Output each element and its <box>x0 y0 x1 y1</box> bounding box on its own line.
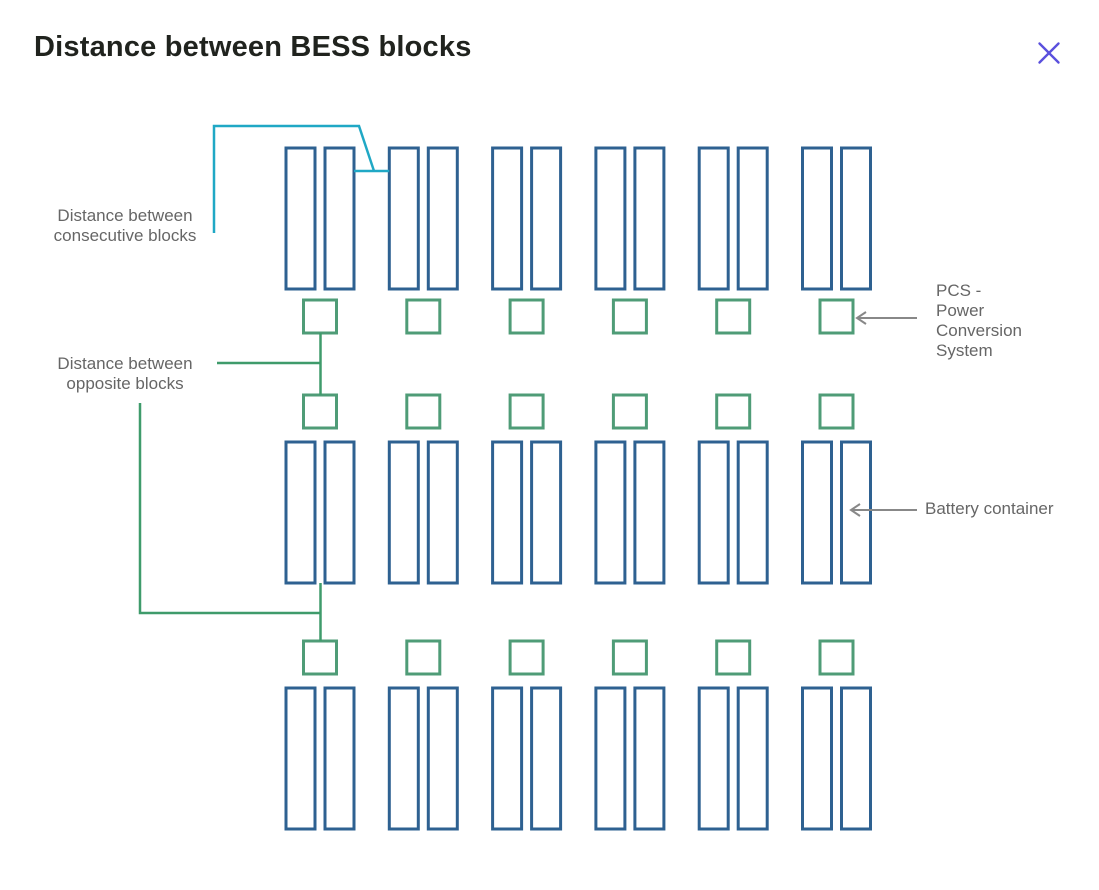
pcs-rect <box>715 393 752 430</box>
battery-container-rect <box>323 686 356 831</box>
battery-container-rect <box>284 146 317 291</box>
battery-container-rect <box>633 686 666 831</box>
battery-container-rect <box>594 440 627 585</box>
opposite-distance-callout-line <box>138 403 321 615</box>
battery-container-rect <box>387 686 420 831</box>
pcs-rect <box>818 393 855 430</box>
battery-container-rect <box>491 686 524 831</box>
pcs-rect <box>405 298 442 335</box>
battery-container-rect <box>840 686 872 831</box>
battery-container-rect <box>736 686 769 831</box>
pcs-rect <box>611 393 648 430</box>
pcs-rect <box>611 298 648 335</box>
battery-arrow-head <box>849 503 861 517</box>
battery-container-rect <box>801 686 833 831</box>
close-icon <box>1038 42 1060 64</box>
battery-container-rect <box>491 146 524 291</box>
pcs-rect <box>405 639 442 676</box>
battery-container-rect <box>736 146 769 291</box>
battery-container-rect <box>801 146 833 291</box>
pcs-rect <box>302 298 338 335</box>
battery-container-rect <box>697 440 730 585</box>
battery-container-rect <box>594 686 627 831</box>
page-title: Distance between BESS blocks <box>34 31 472 63</box>
battery-container-rect <box>530 146 563 291</box>
battery-container-rect <box>697 146 730 291</box>
opposite-distance-label: Distance between opposite blocks <box>57 354 193 393</box>
battery-container-rect <box>387 146 420 291</box>
battery-container-rect <box>530 686 563 831</box>
battery-container-rect <box>633 146 666 291</box>
battery-container-rect <box>284 686 317 831</box>
battery-container-rect <box>426 146 459 291</box>
pcs-rect <box>818 639 855 676</box>
battery-container-rect <box>633 440 666 585</box>
pcs-rect <box>405 393 442 430</box>
pcs-rect <box>818 298 855 335</box>
pcs-rect <box>508 639 545 676</box>
consecutive-distance-callout-line <box>212 124 376 233</box>
battery-container-rect <box>801 440 833 585</box>
pcs-rect <box>302 393 338 430</box>
pcs-rect <box>715 298 752 335</box>
battery-container-rect <box>323 146 356 291</box>
pcs-rect <box>715 639 752 676</box>
pcs-label: PCS - Power Conversion System <box>936 281 1022 360</box>
pcs-rect <box>611 639 648 676</box>
consecutive-distance-label: Distance between consecutive blocks <box>53 206 197 245</box>
battery-container-label: Battery container <box>925 499 1054 518</box>
battery-container-rect <box>840 146 872 291</box>
battery-container-rect <box>697 686 730 831</box>
pcs-rect <box>508 393 545 430</box>
battery-container-rect <box>426 686 459 831</box>
pcs-rect <box>508 298 545 335</box>
pcs-rect <box>302 639 338 676</box>
battery-container-rect <box>736 440 769 585</box>
battery-container-rect <box>530 440 563 585</box>
battery-container-rect <box>594 146 627 291</box>
battery-container-rect <box>323 440 356 585</box>
battery-container-rect <box>491 440 524 585</box>
pcs-arrow-head <box>855 311 867 325</box>
battery-container-rect <box>284 440 317 585</box>
battery-container-rect <box>840 440 872 585</box>
battery-container-rect <box>426 440 459 585</box>
battery-container-rect <box>387 440 420 585</box>
close-button[interactable] <box>1032 36 1066 70</box>
